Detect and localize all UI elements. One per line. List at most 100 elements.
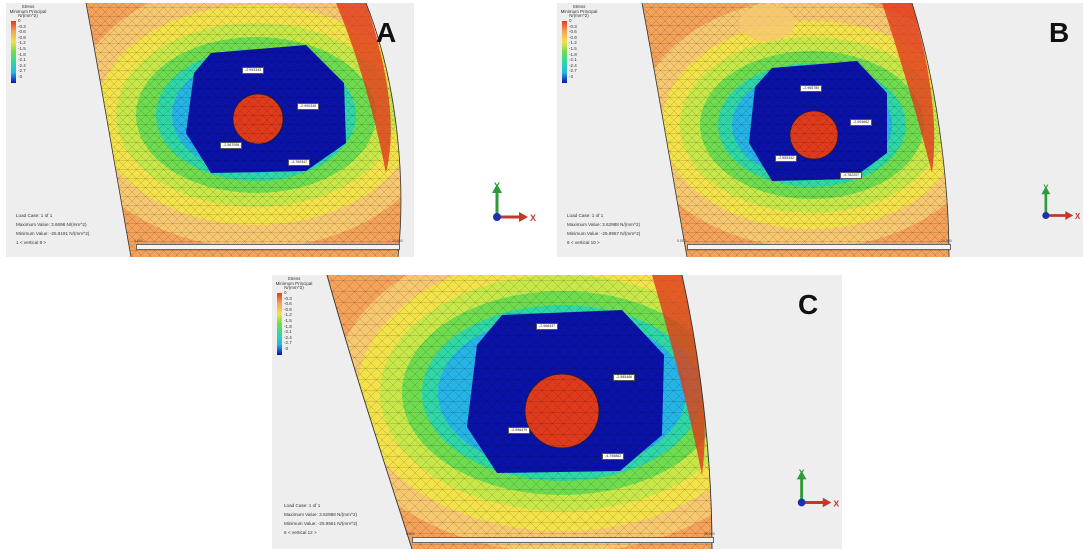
legend-tick: -0.9 <box>569 34 577 40</box>
z-axis-dot-icon <box>1042 211 1050 220</box>
max-value-text: Maximum Value: 3.62988 N/(mm^2) <box>567 222 641 227</box>
stress-contour-plot-c <box>326 275 713 549</box>
legend-tick: -1.8 <box>284 323 292 329</box>
step-text: 6 < vertical 10 > <box>567 240 600 245</box>
legend-tick: -2.7 <box>569 68 577 74</box>
result-info: Load Case: 1 of 1 Maximum Value: 3.62988… <box>567 211 640 247</box>
stress-legend: Stress Minimum Principal N/(mm^2) 0 -0.3… <box>8 4 48 83</box>
legend-tick: -3 <box>569 73 574 79</box>
panel-b-viewport[interactable]: Stress Minimum Principal N/(mm^2) 0 -0.3… <box>557 3 1083 257</box>
y-axis-label: Y <box>799 468 805 478</box>
legend-tick: -1.8 <box>569 51 577 57</box>
panel-tag: C <box>798 289 819 320</box>
scale-bar <box>412 537 714 543</box>
step-text: 1 < vertical 8 > <box>16 240 47 245</box>
legend-tick: -0.3 <box>569 23 577 29</box>
min-value-text: Minimum Value: -25.9191 N/(mm^2) <box>16 231 90 236</box>
z-axis-dot-icon <box>797 498 806 507</box>
axis-triad-c: Y X <box>796 468 839 508</box>
x-axis-label: X <box>530 213 536 223</box>
legend-tick: -1.2 <box>569 40 577 46</box>
panel-a-viewport[interactable]: Stress Minimum Principal N/(mm^2) 0 -0.3… <box>6 3 414 257</box>
probe-label[interactable]: -2.985466 <box>613 374 636 381</box>
probe-label[interactable]: -2.966437 <box>536 323 559 330</box>
x-arrowhead-icon <box>1065 211 1074 220</box>
scale-bar <box>136 244 400 250</box>
legend-tick: -1.5 <box>284 317 292 323</box>
scale-end-label: 20.000 <box>941 239 952 243</box>
scale-bar <box>687 244 951 250</box>
legend-tick: -2.4 <box>18 62 26 68</box>
legend-color-bar <box>11 21 16 83</box>
legend-ticks: 0 -0.3 -0.6 -0.9 -1.2 -1.5 -1.8 -2.1 -2.… <box>18 18 26 81</box>
probe-label[interactable]: -2.993343 <box>242 67 265 74</box>
legend-tick: -2.4 <box>569 62 577 68</box>
probe-label[interactable]: -4.769347 <box>288 159 311 166</box>
legend-color-bar <box>562 21 567 83</box>
x-arrowhead-icon <box>519 212 528 222</box>
legend-ticks: 0 -0.3 -0.6 -0.9 -1.2 -1.5 -1.8 -2.1 -2.… <box>569 18 577 81</box>
max-value-text: Maximum Value: 3.6698 N/(mm^2) <box>16 222 87 227</box>
y-arrowhead-icon <box>796 470 807 480</box>
probe-label[interactable]: -2.904662 <box>850 119 873 126</box>
x-axis-label: X <box>1075 212 1081 221</box>
legend-tick: -2.1 <box>569 57 577 63</box>
legend-tick: -0.9 <box>18 34 26 40</box>
stress-legend: Stress Minimum Principal N/(mm^2) 0 -0.3… <box>274 276 314 355</box>
legend-tick: -2.1 <box>18 57 26 63</box>
load-case-text: Load Case: 1 of 1 <box>567 213 604 218</box>
result-info: Load Case: 1 of 1 Maximum Value: 3.6698 … <box>16 211 89 247</box>
legend-title: Stress Minimum Principal N/(mm^2) <box>560 4 598 19</box>
load-case-text: Load Case: 1 of 1 <box>284 503 321 508</box>
probe-label[interactable]: -2.567098 <box>220 142 243 149</box>
y-axis-label: Y <box>494 181 500 191</box>
z-axis-dot-icon <box>493 213 501 221</box>
legend-tick: -0.3 <box>284 295 292 301</box>
legend-tick: -1.8 <box>18 51 26 57</box>
scale-start-label: 0.000 <box>677 239 686 243</box>
scale-start-label: 0.000 <box>406 532 415 536</box>
max-value-text: Maximum Value: 3.62988 N/(mm^2) <box>284 512 358 517</box>
legend-tick: -0.6 <box>284 301 292 307</box>
y-axis-label: Y <box>1043 184 1049 193</box>
legend-ticks: 0 -0.3 -0.6 -0.9 -1.2 -1.5 -1.8 -2.1 -2.… <box>284 290 292 353</box>
probe-label[interactable]: -4.762207 <box>840 172 863 179</box>
scale-start-label: 0.000 <box>134 239 143 243</box>
min-value-text: Minimum Value: -25.9561 N/(mm^2) <box>284 521 358 526</box>
probe-label[interactable]: -2.965780 <box>800 85 823 92</box>
probe-label[interactable]: -4.798862 <box>602 453 625 460</box>
legend-tick: -3 <box>284 345 289 351</box>
probe-label[interactable]: -2.990346 <box>297 103 320 110</box>
axis-triad-b: Y X <box>1041 184 1081 221</box>
stress-legend: Stress Minimum Principal N/(mm^2) 0 -0.3… <box>559 4 599 83</box>
legend-tick: -1.2 <box>18 40 26 46</box>
step-text: 6 < vertical 12 > <box>284 530 317 535</box>
legend-tick: -0.9 <box>284 306 292 312</box>
legend-tick: 0 <box>18 18 21 23</box>
x-axis-label: X <box>833 498 839 508</box>
legend-color-bar <box>277 293 282 355</box>
legend-tick: -3 <box>18 73 23 79</box>
result-info: Load Case: 1 of 1 Maximum Value: 3.62988… <box>284 501 357 537</box>
legend-tick: -0.6 <box>18 29 26 35</box>
panel-tag: B <box>1049 17 1070 48</box>
panel-c-viewport[interactable]: Stress Minimum Principal N/(mm^2) 0 -0.3… <box>272 275 842 549</box>
scale-end-label: 20.000 <box>704 532 715 536</box>
probe-label[interactable]: -2.956479 <box>508 427 531 434</box>
legend-title: Stress Minimum Principal N/(mm^2) <box>275 276 313 291</box>
legend-tick: 0 <box>569 18 572 23</box>
axis-triad-a: Y X <box>492 181 536 223</box>
legend-tick: -2.4 <box>284 334 292 340</box>
probe-label[interactable]: -2.555342 <box>775 155 798 162</box>
legend-tick: -0.3 <box>18 23 26 29</box>
legend-tick: 0 <box>284 290 287 295</box>
stress-contour-plot-a <box>85 3 402 257</box>
legend-tick: -0.6 <box>569 29 577 35</box>
legend-tick: -2.1 <box>284 329 292 335</box>
min-value-text: Minimum Value: -25.9957 N/(mm^2) <box>567 231 641 236</box>
legend-title: Stress Minimum Principal N/(mm^2) <box>9 4 47 19</box>
load-case-text: Load Case: 1 of 1 <box>16 213 53 218</box>
legend-tick: -1.5 <box>18 45 26 51</box>
legend-tick: -1.5 <box>569 45 577 51</box>
y-arrowhead-icon <box>1041 186 1051 195</box>
